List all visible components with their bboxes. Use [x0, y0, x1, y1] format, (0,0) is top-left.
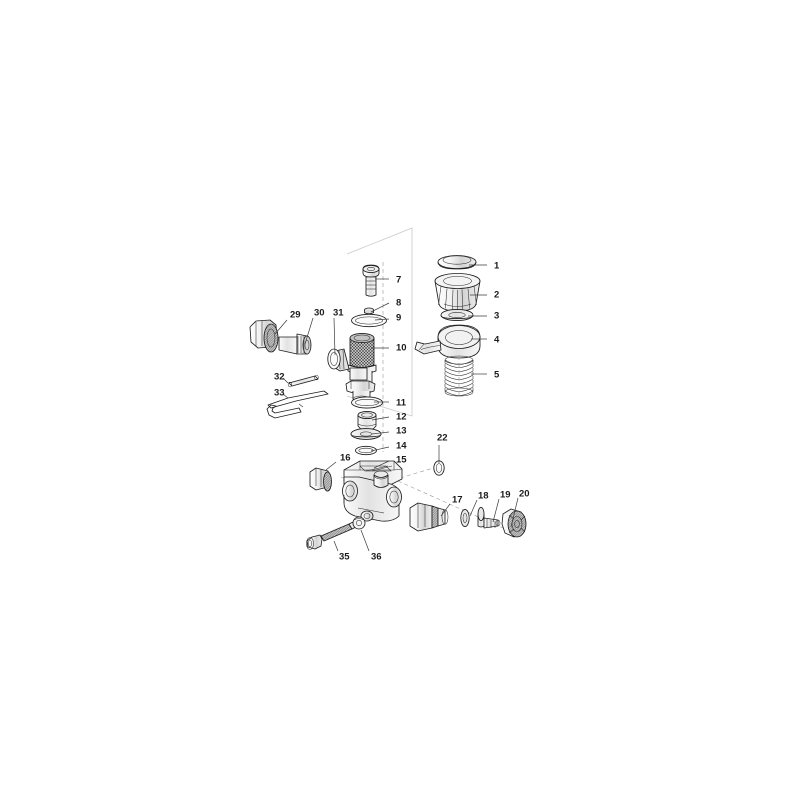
callout-number-3: 3 — [494, 311, 499, 322]
callout-number-29: 29 — [290, 310, 301, 321]
callout-number-7: 7 — [396, 275, 401, 286]
part-12-valve-seat-cup — [357, 410, 377, 432]
leader-line-wire-clip — [282, 393, 289, 399]
part-32-roll-pin — [287, 374, 319, 388]
callout-number-8: 8 — [396, 298, 401, 309]
callout-number-1: 1 — [494, 261, 500, 272]
part-9-o-ring-large — [351, 313, 387, 328]
leader-lines — [274, 264, 519, 552]
leader-line-retaining-ring — [333, 317, 336, 356]
part-11-o-ring-medium — [351, 396, 383, 409]
leader-line-shoulder-bolt — [492, 498, 500, 523]
callout-number-10: 10 — [396, 343, 407, 354]
leader-line-o-ring-large — [374, 318, 390, 321]
callout-number-22: 22 — [437, 433, 448, 444]
part-33-wire-clip — [266, 390, 329, 419]
callout-number-16: 16 — [340, 453, 351, 464]
callout-number-17: 17 — [452, 495, 463, 506]
leader-line-valve-seat-cup — [371, 416, 390, 421]
part-19-shoulder-bolt — [477, 506, 501, 529]
callout-number-13: 13 — [396, 426, 407, 437]
part-3-washer-small — [440, 308, 474, 322]
part-36-lock-washer — [352, 516, 366, 530]
part-2-fluted-knob — [434, 273, 481, 312]
callout-number-18: 18 — [478, 491, 489, 502]
part-1-cap-plug — [437, 255, 477, 270]
leader-line-flat-washer — [371, 431, 390, 435]
part-17-hex-fitting — [409, 502, 449, 532]
leader-line-pin — [370, 302, 390, 313]
callout-number-30: 30 — [314, 308, 325, 319]
part-31-retaining-ring — [327, 348, 341, 370]
part-16-side-cap-nut — [309, 467, 332, 492]
leader-line-union-nut — [274, 319, 288, 335]
leader-line-side-cap-nut — [325, 461, 337, 471]
callout-number-33: 33 — [274, 388, 285, 399]
part-13-flat-washer — [350, 428, 382, 440]
part-20-knurled-end-nut — [501, 508, 527, 538]
leader-line-washer-thin — [469, 499, 478, 517]
leader-line-roll-pin — [282, 377, 289, 384]
callout-number-9: 9 — [396, 313, 401, 324]
callout-number-35: 35 — [339, 552, 350, 563]
part-5-coil-spring — [444, 355, 474, 398]
leader-line-socket-bolt — [333, 540, 339, 552]
leader-line-threaded-nipple — [304, 317, 314, 345]
leader-line-valve-body — [373, 460, 390, 469]
part-29-union-nut — [249, 319, 279, 353]
callout-number-14: 14 — [396, 441, 407, 452]
callout-number-19: 19 — [500, 490, 511, 501]
part-30-threaded-nipple — [278, 333, 312, 355]
leader-line-shim-ring — [370, 446, 390, 452]
callout-number-12: 12 — [396, 412, 407, 423]
callout-number-5: 5 — [494, 370, 500, 381]
part-35-socket-bolt — [306, 519, 361, 550]
callout-number-36: 36 — [371, 552, 382, 563]
leader-line-knurled-end-nut — [510, 497, 519, 528]
callout-number-11: 11 — [396, 398, 407, 409]
callout-number-20: 20 — [519, 489, 530, 500]
part-4-lever-collar — [414, 324, 481, 359]
callout-number-15: 15 — [396, 455, 407, 466]
part-15-valve-body — [342, 460, 403, 522]
part-7-stem-bolt — [362, 264, 380, 297]
part-8-pin — [363, 307, 375, 315]
part-14-shim-ring — [355, 445, 377, 456]
leader-line-lock-washer — [360, 529, 370, 552]
leader-line-hex-fitting — [440, 503, 451, 517]
callout-number-32: 32 — [274, 372, 285, 383]
part-18-washer-thin — [460, 508, 470, 528]
callout-number-4: 4 — [494, 335, 500, 346]
callout-number-2: 2 — [494, 290, 499, 301]
callout-number-31: 31 — [333, 308, 344, 319]
